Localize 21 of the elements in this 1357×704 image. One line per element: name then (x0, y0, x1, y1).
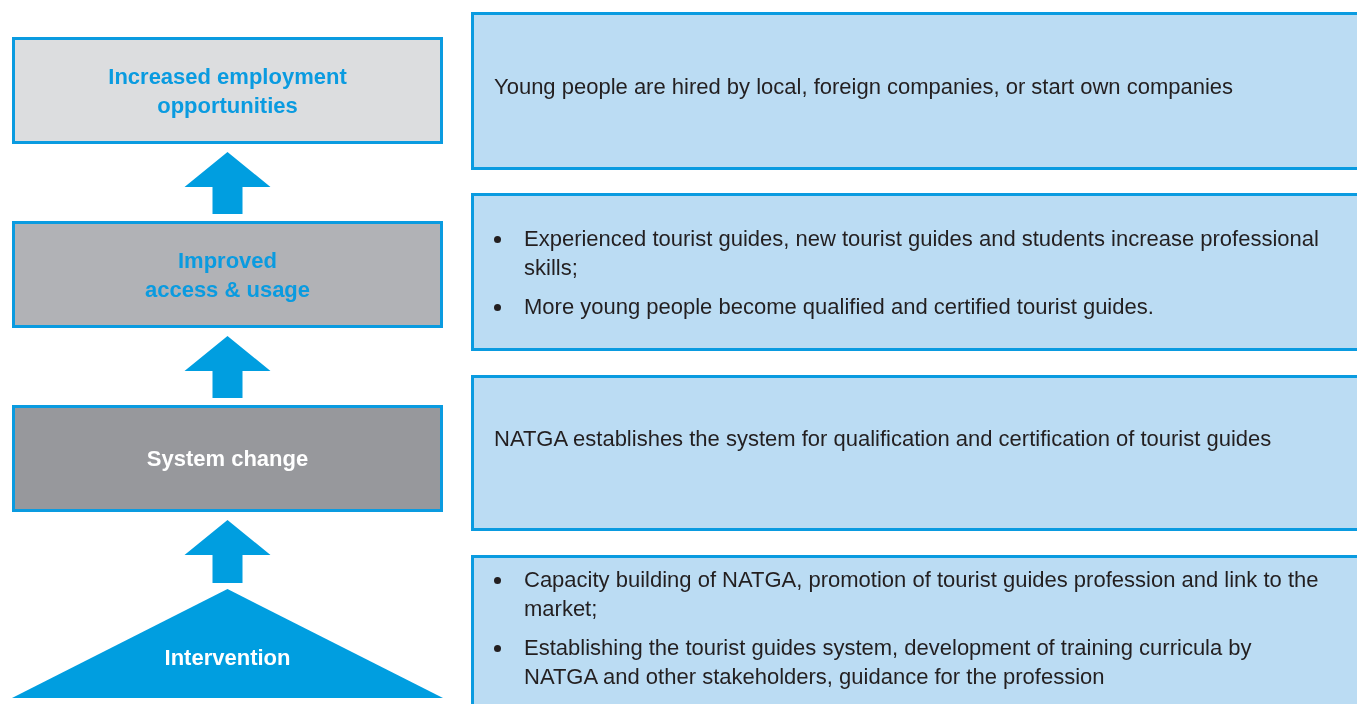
description-box (471, 12, 1357, 170)
description-text: Young people are hired by local, foreign companies, or start own companies (494, 72, 1234, 101)
outcome-box (12, 405, 443, 512)
block-arrow (184, 520, 271, 583)
description-box (471, 375, 1357, 531)
description-box (471, 555, 1357, 704)
outcome-box (12, 37, 443, 144)
intervention-triangle (12, 589, 443, 698)
bullet-text: Establishing the tourist guides system, development of training curricula by NATGA and other stakeholders, guidance for the profession (524, 634, 1253, 691)
node-label: Improved access & usage (143, 246, 312, 304)
block-arrow (184, 336, 271, 398)
block-arrow (184, 152, 271, 214)
outcome-box (12, 221, 443, 328)
bullet-text: Experienced tourist guides, new tourist guides and students increase professional skills; (524, 224, 1320, 282)
description-box (471, 193, 1357, 351)
node-label: System change (146, 445, 309, 473)
description-text: NATGA establishes the system for qualification and certification of tourist guides (494, 424, 1272, 453)
bullet-text: More young people become qualified and certified tourist guides. (524, 292, 1154, 321)
node-label: Intervention (164, 644, 291, 672)
bullet-text: Capacity building of NATGA, promotion of tourist guides profession and link to the market; (524, 566, 1320, 623)
node-label: Increased employment opportunities (107, 62, 348, 120)
